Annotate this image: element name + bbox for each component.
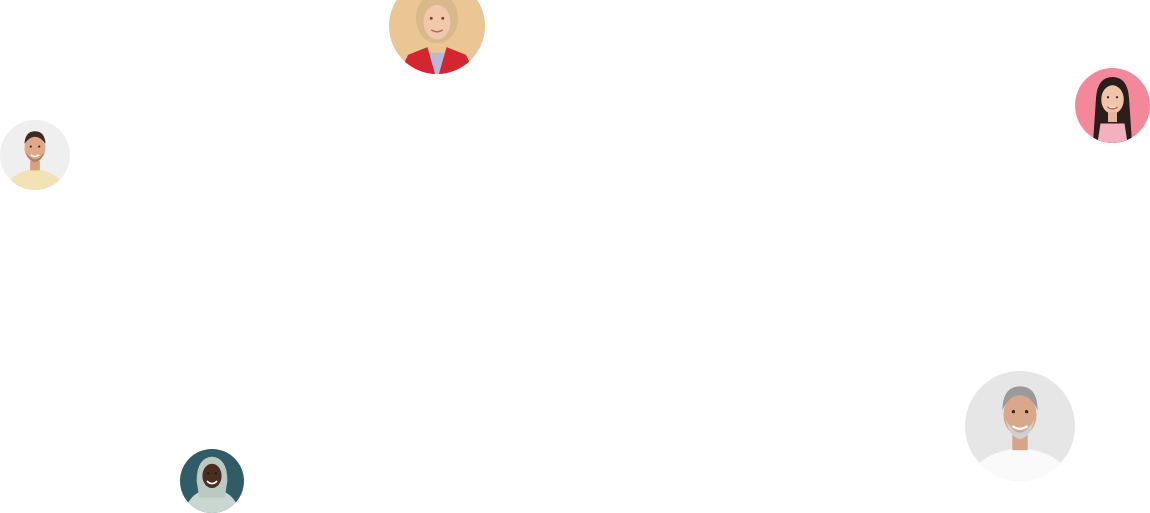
avatar-man-hoodie — [180, 449, 244, 513]
person-avatar-icon — [0, 120, 70, 190]
person-avatar-icon — [389, 0, 485, 74]
person-avatar-icon — [1075, 68, 1150, 143]
avatar-woman-pink — [1075, 68, 1150, 143]
avatar-woman-red-jacket — [389, 0, 485, 74]
avatar-man-yellow-shirt — [0, 120, 70, 190]
person-avatar-icon — [965, 371, 1075, 481]
avatar-man-gray-hair — [965, 371, 1075, 481]
person-avatar-icon — [180, 449, 244, 513]
